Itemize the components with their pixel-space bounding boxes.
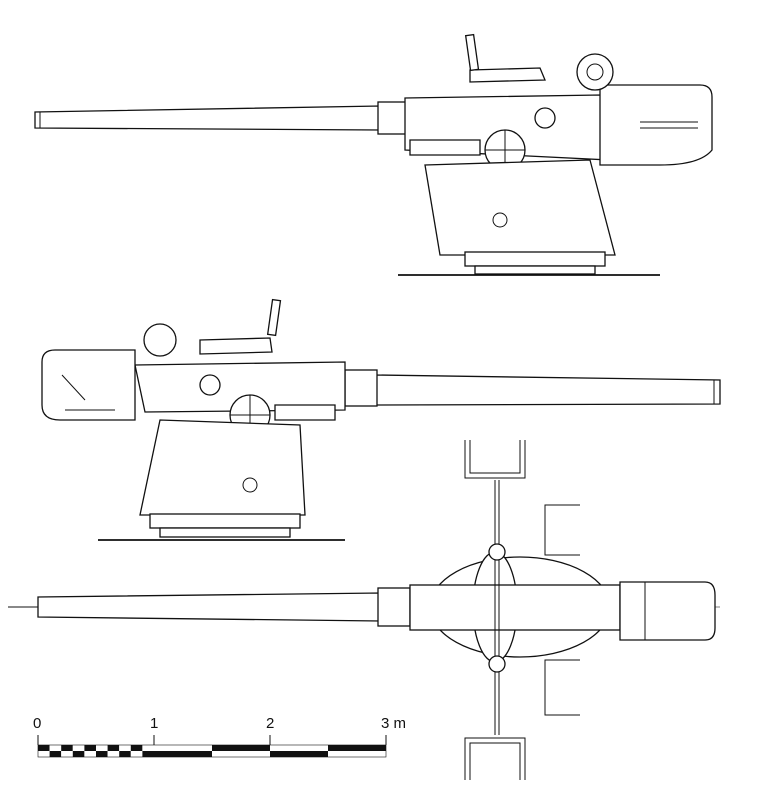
breech-box: [599, 84, 713, 166]
scale-segment: [119, 751, 131, 757]
side-view-right: [34, 33, 713, 276]
scale-segment: [142, 751, 154, 757]
scale-label-3: 3 m: [381, 715, 407, 732]
barrel: [374, 374, 721, 406]
upper-handle-fork: [464, 440, 526, 479]
scale-segment: [107, 745, 120, 751]
scale-segment: [107, 751, 120, 757]
recoil-cylinder: [274, 404, 336, 421]
pedestal-mount: [139, 419, 306, 516]
sight-drum: [143, 323, 177, 357]
breech-ring: [377, 101, 409, 135]
scale-segment: [328, 745, 386, 751]
breech-ring: [377, 587, 411, 627]
scale-segment: [49, 751, 62, 757]
breech-ring: [344, 369, 378, 407]
scale-segment: [38, 745, 50, 751]
lower-handle-fork: [464, 737, 526, 780]
scale-label-0: 0: [33, 715, 42, 732]
scale-segment: [61, 745, 73, 751]
scale-label-1: 1: [150, 715, 159, 732]
scale-segment: [154, 745, 212, 751]
plan-view: [8, 440, 720, 780]
scale-segment: [212, 751, 270, 757]
scale-segment: [72, 751, 85, 757]
pedestal-mount: [424, 159, 616, 256]
scale-segment: [84, 751, 96, 757]
scale-segment: [270, 751, 328, 757]
scale-segment: [72, 745, 85, 751]
breech-box: [41, 349, 136, 421]
scale-segment: [142, 745, 154, 751]
scale-segment: [270, 745, 328, 751]
scale-label-2: 2: [266, 715, 275, 732]
cradle: [134, 361, 346, 413]
scale-segment: [130, 745, 143, 751]
scale-segment: [38, 751, 50, 757]
scale-segment: [61, 751, 73, 757]
sight-drum: [576, 53, 614, 91]
scale-segment: [84, 745, 96, 751]
barrel: [34, 105, 381, 131]
scale-bar: [37, 735, 387, 758]
scale-segment: [96, 751, 108, 757]
recoil-cylinder: [409, 139, 481, 156]
scale-outline: [37, 744, 387, 758]
scale-segment: [212, 745, 270, 751]
scale-segment: [49, 745, 62, 751]
side-view-left: [41, 298, 721, 541]
cradle: [409, 584, 621, 631]
base-ring: [149, 513, 301, 529]
scale-segment: [119, 745, 131, 751]
barrel: [37, 592, 381, 622]
breech-box: [619, 581, 716, 641]
scale-segment: [130, 751, 143, 757]
scale-segment: [328, 751, 386, 757]
scale-segment: [96, 745, 108, 751]
base-ring: [464, 251, 606, 267]
scale-segment: [154, 751, 212, 757]
